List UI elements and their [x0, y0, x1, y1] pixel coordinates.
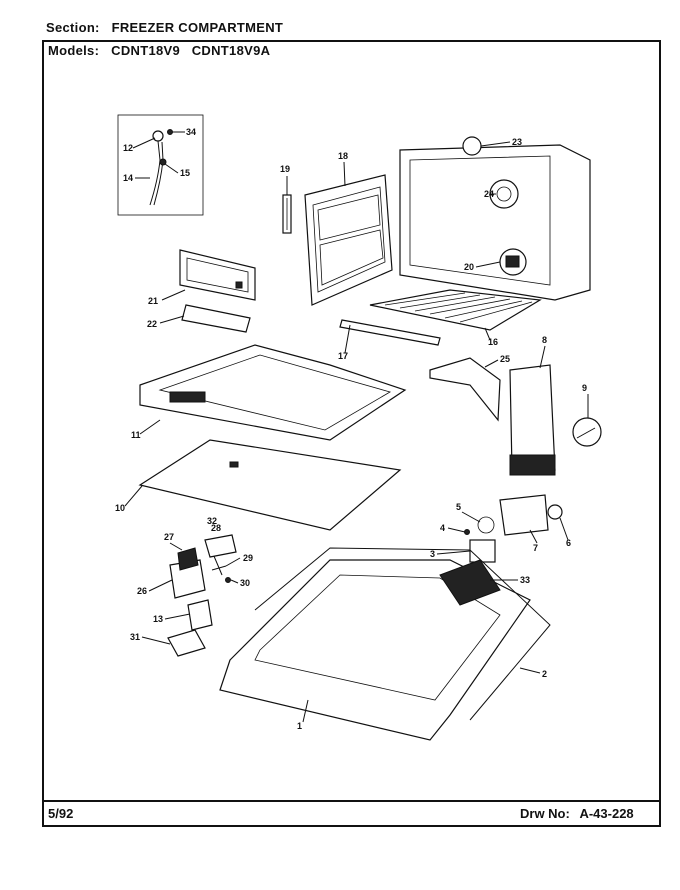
callout-4: 4: [440, 523, 445, 533]
callout-20: 20: [464, 262, 474, 272]
part-11-freezer-floor: [139, 344, 407, 441]
part-1-bottom-pan: [219, 559, 531, 741]
drawing-label: Drw No:: [520, 806, 570, 821]
part-34-screw: [167, 129, 173, 135]
part-4-screw: [464, 529, 470, 535]
part-13-grille: [187, 599, 213, 631]
part-7-bracket: [499, 494, 549, 536]
callout-21: 21: [148, 296, 158, 306]
callout-5: 5: [456, 502, 461, 512]
part-22-bin-front: [181, 304, 251, 333]
part-12-fitting: [152, 130, 164, 142]
ice-components: [167, 534, 237, 657]
section-label: Section:: [46, 20, 100, 35]
part-31-trim: [167, 629, 206, 657]
callout-12: 12: [123, 143, 133, 153]
callout-8: 8: [542, 335, 547, 345]
diagram-frame: [42, 40, 661, 827]
callout-15: 15: [180, 168, 190, 178]
callout-34: 34: [186, 127, 196, 137]
callout-27: 27: [164, 532, 174, 542]
freezer-cabinet: [399, 136, 591, 301]
section-value: FREEZER COMPARTMENT: [111, 20, 284, 35]
callout-2: 2: [542, 669, 547, 679]
callout-17: 17: [338, 351, 348, 361]
callout-33: 33: [520, 575, 530, 585]
section-header: Section: FREEZER COMPARTMENT: [46, 20, 283, 35]
part-9-screw: [572, 417, 602, 447]
callout-32: 32: [207, 516, 217, 526]
part-5-fan-blade: [477, 516, 495, 534]
part-6-grommet: [547, 504, 563, 520]
drawing-number: A-43-228: [579, 806, 634, 821]
part-18-door-liner: [304, 174, 393, 306]
part-16-wire-shelf: [369, 289, 542, 331]
part-3-motor: [469, 539, 496, 563]
part-8-evaporator-cover: [509, 364, 556, 476]
callout-23: 23: [512, 137, 522, 147]
models-header: Models: CDNT18V9 CDNT18V9A: [48, 43, 270, 58]
callout-1: 1: [297, 721, 302, 731]
inset-box: [117, 114, 204, 216]
part-17-shelf-trim: [339, 319, 441, 346]
part-30-screw: [225, 577, 231, 583]
callout-19: 19: [280, 164, 290, 174]
callout-3: 3: [430, 549, 435, 559]
part-10-panel: [138, 439, 402, 531]
part-23-light-socket: [462, 136, 482, 156]
callout-labels: 12 14 15 34 19 18 23 24 20 21 22 16 17 2…: [115, 127, 589, 731]
callout-30: 30: [240, 578, 250, 588]
part-29-pin: [211, 565, 227, 571]
footer-divider: [42, 800, 661, 802]
callout-29: 29: [243, 553, 253, 563]
callout-26: 26: [137, 586, 147, 596]
callout-18: 18: [338, 151, 348, 161]
callout-10: 10: [115, 503, 125, 513]
callout-9: 9: [582, 383, 587, 393]
callout-7: 7: [533, 543, 538, 553]
part-15-clip: [159, 158, 167, 166]
callout-14: 14: [123, 173, 133, 183]
part-27-auger: [177, 547, 199, 571]
fan-assembly: [464, 494, 563, 563]
callout-6: 6: [566, 538, 571, 548]
callout-28: 28: [211, 523, 221, 533]
part-25-duct: [429, 357, 501, 422]
models-label: Models:: [48, 43, 100, 58]
callout-13: 13: [153, 614, 163, 624]
callout-24: 24: [484, 189, 494, 199]
part-33-duct-cover: [439, 559, 501, 606]
part-21-bin: [179, 249, 256, 301]
part-19-hinge: [282, 194, 292, 234]
callout-11: 11: [131, 430, 141, 440]
inset-water-line-group: [117, 114, 204, 216]
footer-date: 5/92: [48, 806, 74, 821]
part-2-gasket: [254, 547, 551, 721]
footer-drawing: Drw No: A-43-228: [520, 806, 634, 821]
callout-22: 22: [147, 319, 157, 329]
callout-25: 25: [500, 354, 510, 364]
callout-16: 16: [488, 337, 498, 347]
part-32-cover: [204, 534, 237, 558]
models-value: CDNT18V9 CDNT18V9A: [111, 43, 271, 58]
callout-31: 31: [130, 632, 140, 642]
part-14-tube: [149, 140, 161, 206]
